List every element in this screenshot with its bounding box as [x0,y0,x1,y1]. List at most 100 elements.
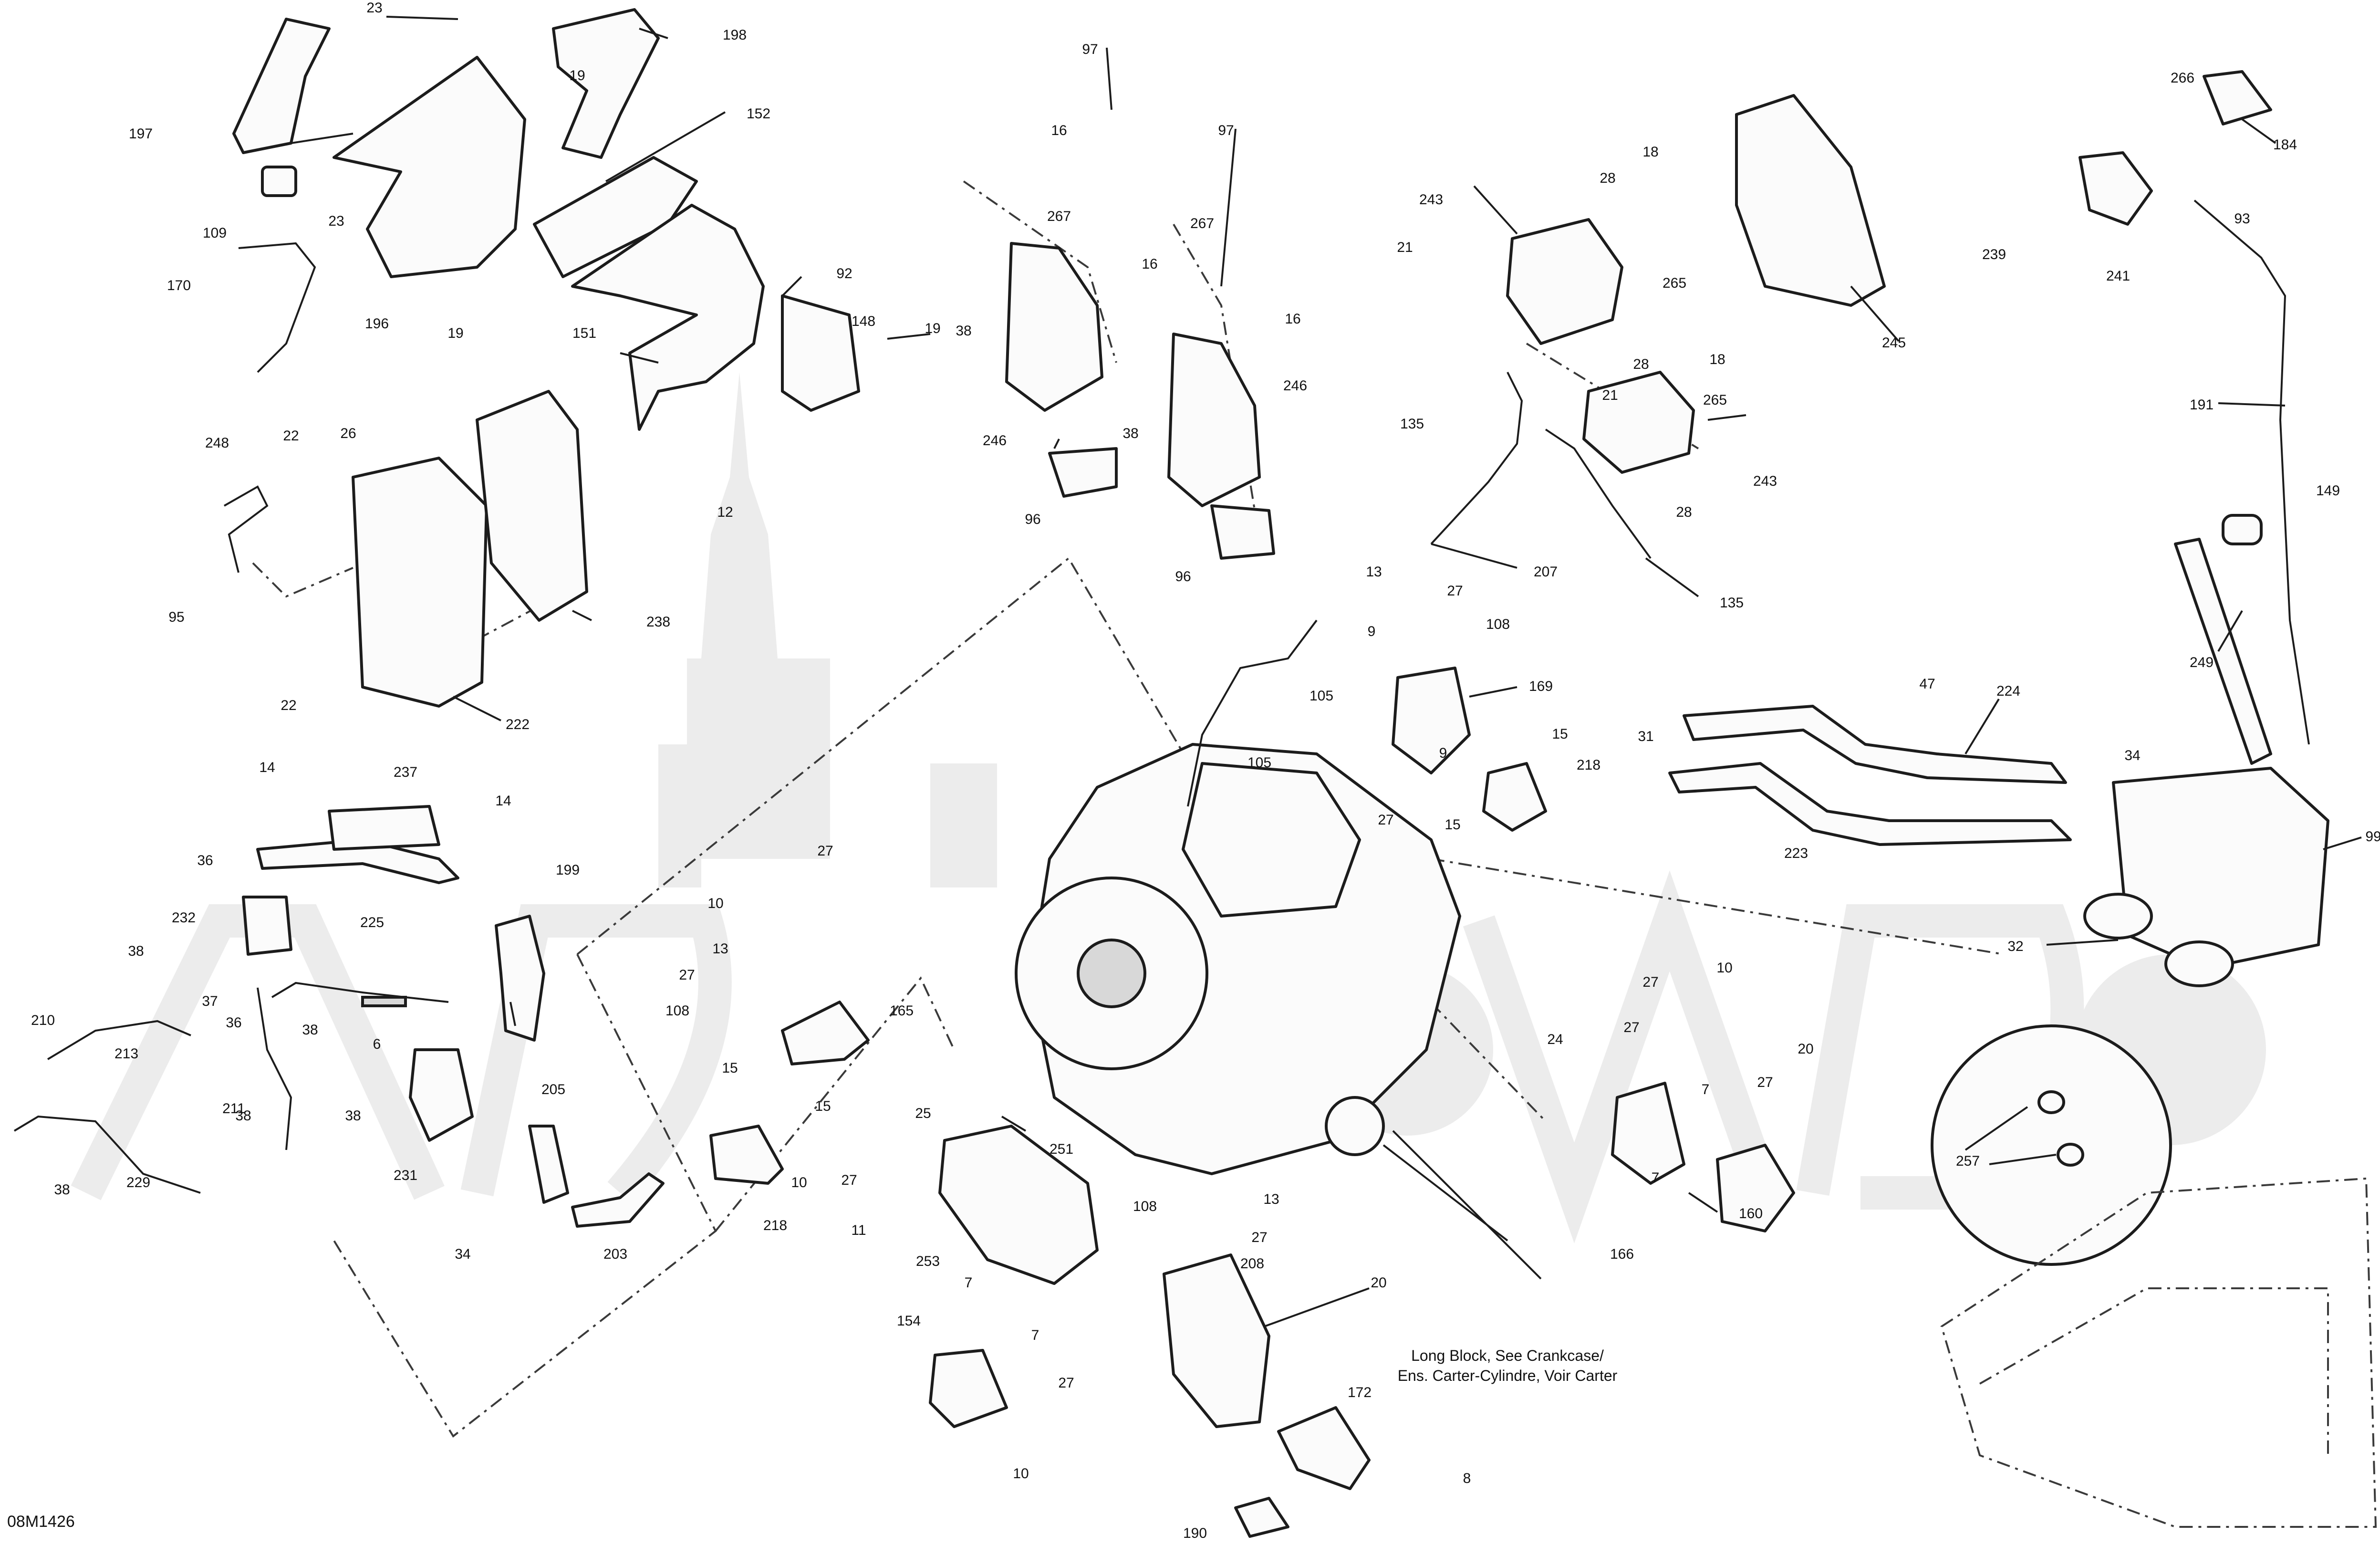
callout-108: 108 [1486,616,1510,632]
callout-92: 92 [836,266,852,282]
callout-27: 27 [817,843,833,859]
hose-224 [1683,705,2067,784]
module-243-a [1506,218,1623,345]
callout-253: 253 [916,1253,940,1269]
long-block-note-line1: Long Block, See Crankcase/ [1411,1347,1604,1364]
callout-27: 27 [1623,1020,1639,1035]
callout-246: 246 [1283,378,1307,394]
callout-265: 265 [1703,392,1727,408]
callout-15: 15 [722,1060,738,1076]
callout-8: 8 [1463,1471,1471,1486]
callout-241: 241 [2106,268,2130,284]
callout-7: 7 [965,1275,973,1291]
callout-26: 26 [340,426,356,441]
callout-38: 38 [235,1108,251,1124]
callout-16: 16 [1051,123,1067,138]
callout-96: 96 [1175,569,1191,585]
callout-15: 15 [1445,817,1460,833]
coil-246-b [1167,333,1261,507]
callout-166: 166 [1610,1246,1634,1262]
callout-223: 223 [1784,846,1808,861]
mount-154 [929,1349,1008,1428]
part-shapes [13,8,2377,1538]
bracket-237 [328,805,440,851]
hose-211 [257,987,292,1150]
long-block-note-line2: Ens. Carter-Cylindre, Voir Carter [1398,1367,1618,1384]
callout-10: 10 [791,1175,807,1190]
callout-208: 208 [1240,1256,1264,1272]
callout-27: 27 [1757,1075,1773,1090]
callout-27: 27 [841,1172,857,1188]
panel-151 [571,204,765,431]
callout-27: 27 [1251,1230,1267,1245]
mount-218-b [1482,762,1547,832]
bracket-169 [1392,667,1471,774]
engine-cylinder-head [1182,762,1361,918]
callout-38: 38 [345,1108,361,1124]
callout-248: 248 [205,435,229,451]
callout-13: 13 [1366,564,1382,580]
bracket-148 [781,294,860,412]
callout-218: 218 [763,1218,787,1233]
bracket-208 [1163,1253,1270,1428]
callout-238: 238 [646,614,670,630]
hose-6 [361,996,407,1007]
callout-246: 246 [983,433,1007,449]
callout-97: 97 [1218,123,1234,138]
strap-170 [238,242,316,373]
callout-266: 266 [2171,70,2194,86]
callout-38: 38 [128,943,144,959]
callout-38: 38 [956,323,971,339]
callout-27: 27 [1642,974,1658,990]
mount-bracket-165 [781,1001,870,1065]
callout-170: 170 [167,278,191,293]
callout-31: 31 [1638,729,1653,744]
bracket-184 [2203,70,2272,125]
callout-7: 7 [1652,1170,1660,1186]
bracket-199 [495,915,545,1042]
callout-267: 267 [1047,209,1071,224]
bracket-109 [261,166,297,197]
lead-135-b [1545,428,1652,559]
vehicle-frame-inset [1940,1177,2377,1528]
callout-213: 213 [114,1046,138,1062]
callout-10: 10 [1716,960,1732,976]
plug-257-b [2057,1143,2084,1167]
hose-223 [1668,762,2072,846]
callout-27: 27 [1378,812,1393,828]
callout-251: 251 [1050,1141,1073,1157]
hose-205 [528,1125,569,1204]
callout-229: 229 [126,1175,150,1190]
callout-245: 245 [1882,335,1906,351]
callout-16: 16 [1142,256,1157,272]
callout-16: 16 [1285,311,1300,327]
detail-inset-circle [1931,1024,2172,1266]
callout-105: 105 [1247,755,1271,771]
callout-243: 243 [1419,192,1443,208]
coil-246-a [1005,242,1103,412]
bracket-245 [1735,94,1886,307]
bracket-238 [476,390,588,622]
callout-13: 13 [712,941,728,957]
callout-6: 6 [373,1036,381,1052]
callout-34: 34 [455,1246,470,1262]
callout-257: 257 [1956,1153,1980,1169]
callout-205: 205 [541,1082,565,1097]
mount-160 [1716,1144,1795,1232]
callout-211: 211 [222,1101,245,1117]
callout-13: 13 [1263,1191,1279,1207]
callout-109: 109 [203,225,227,241]
callout-222: 222 [506,717,530,732]
sleeve-149 [2222,514,2263,545]
callout-28: 28 [1600,170,1615,186]
callout-37: 37 [202,993,218,1009]
callout-169: 169 [1529,679,1553,694]
callout-105: 105 [1310,688,1333,704]
callout-108: 108 [1133,1199,1157,1214]
callout-28: 28 [1676,504,1692,520]
callout-190: 190 [1183,1525,1207,1541]
callout-38: 38 [302,1022,318,1038]
callout-198: 198 [723,27,747,43]
callout-249: 249 [2190,655,2214,670]
